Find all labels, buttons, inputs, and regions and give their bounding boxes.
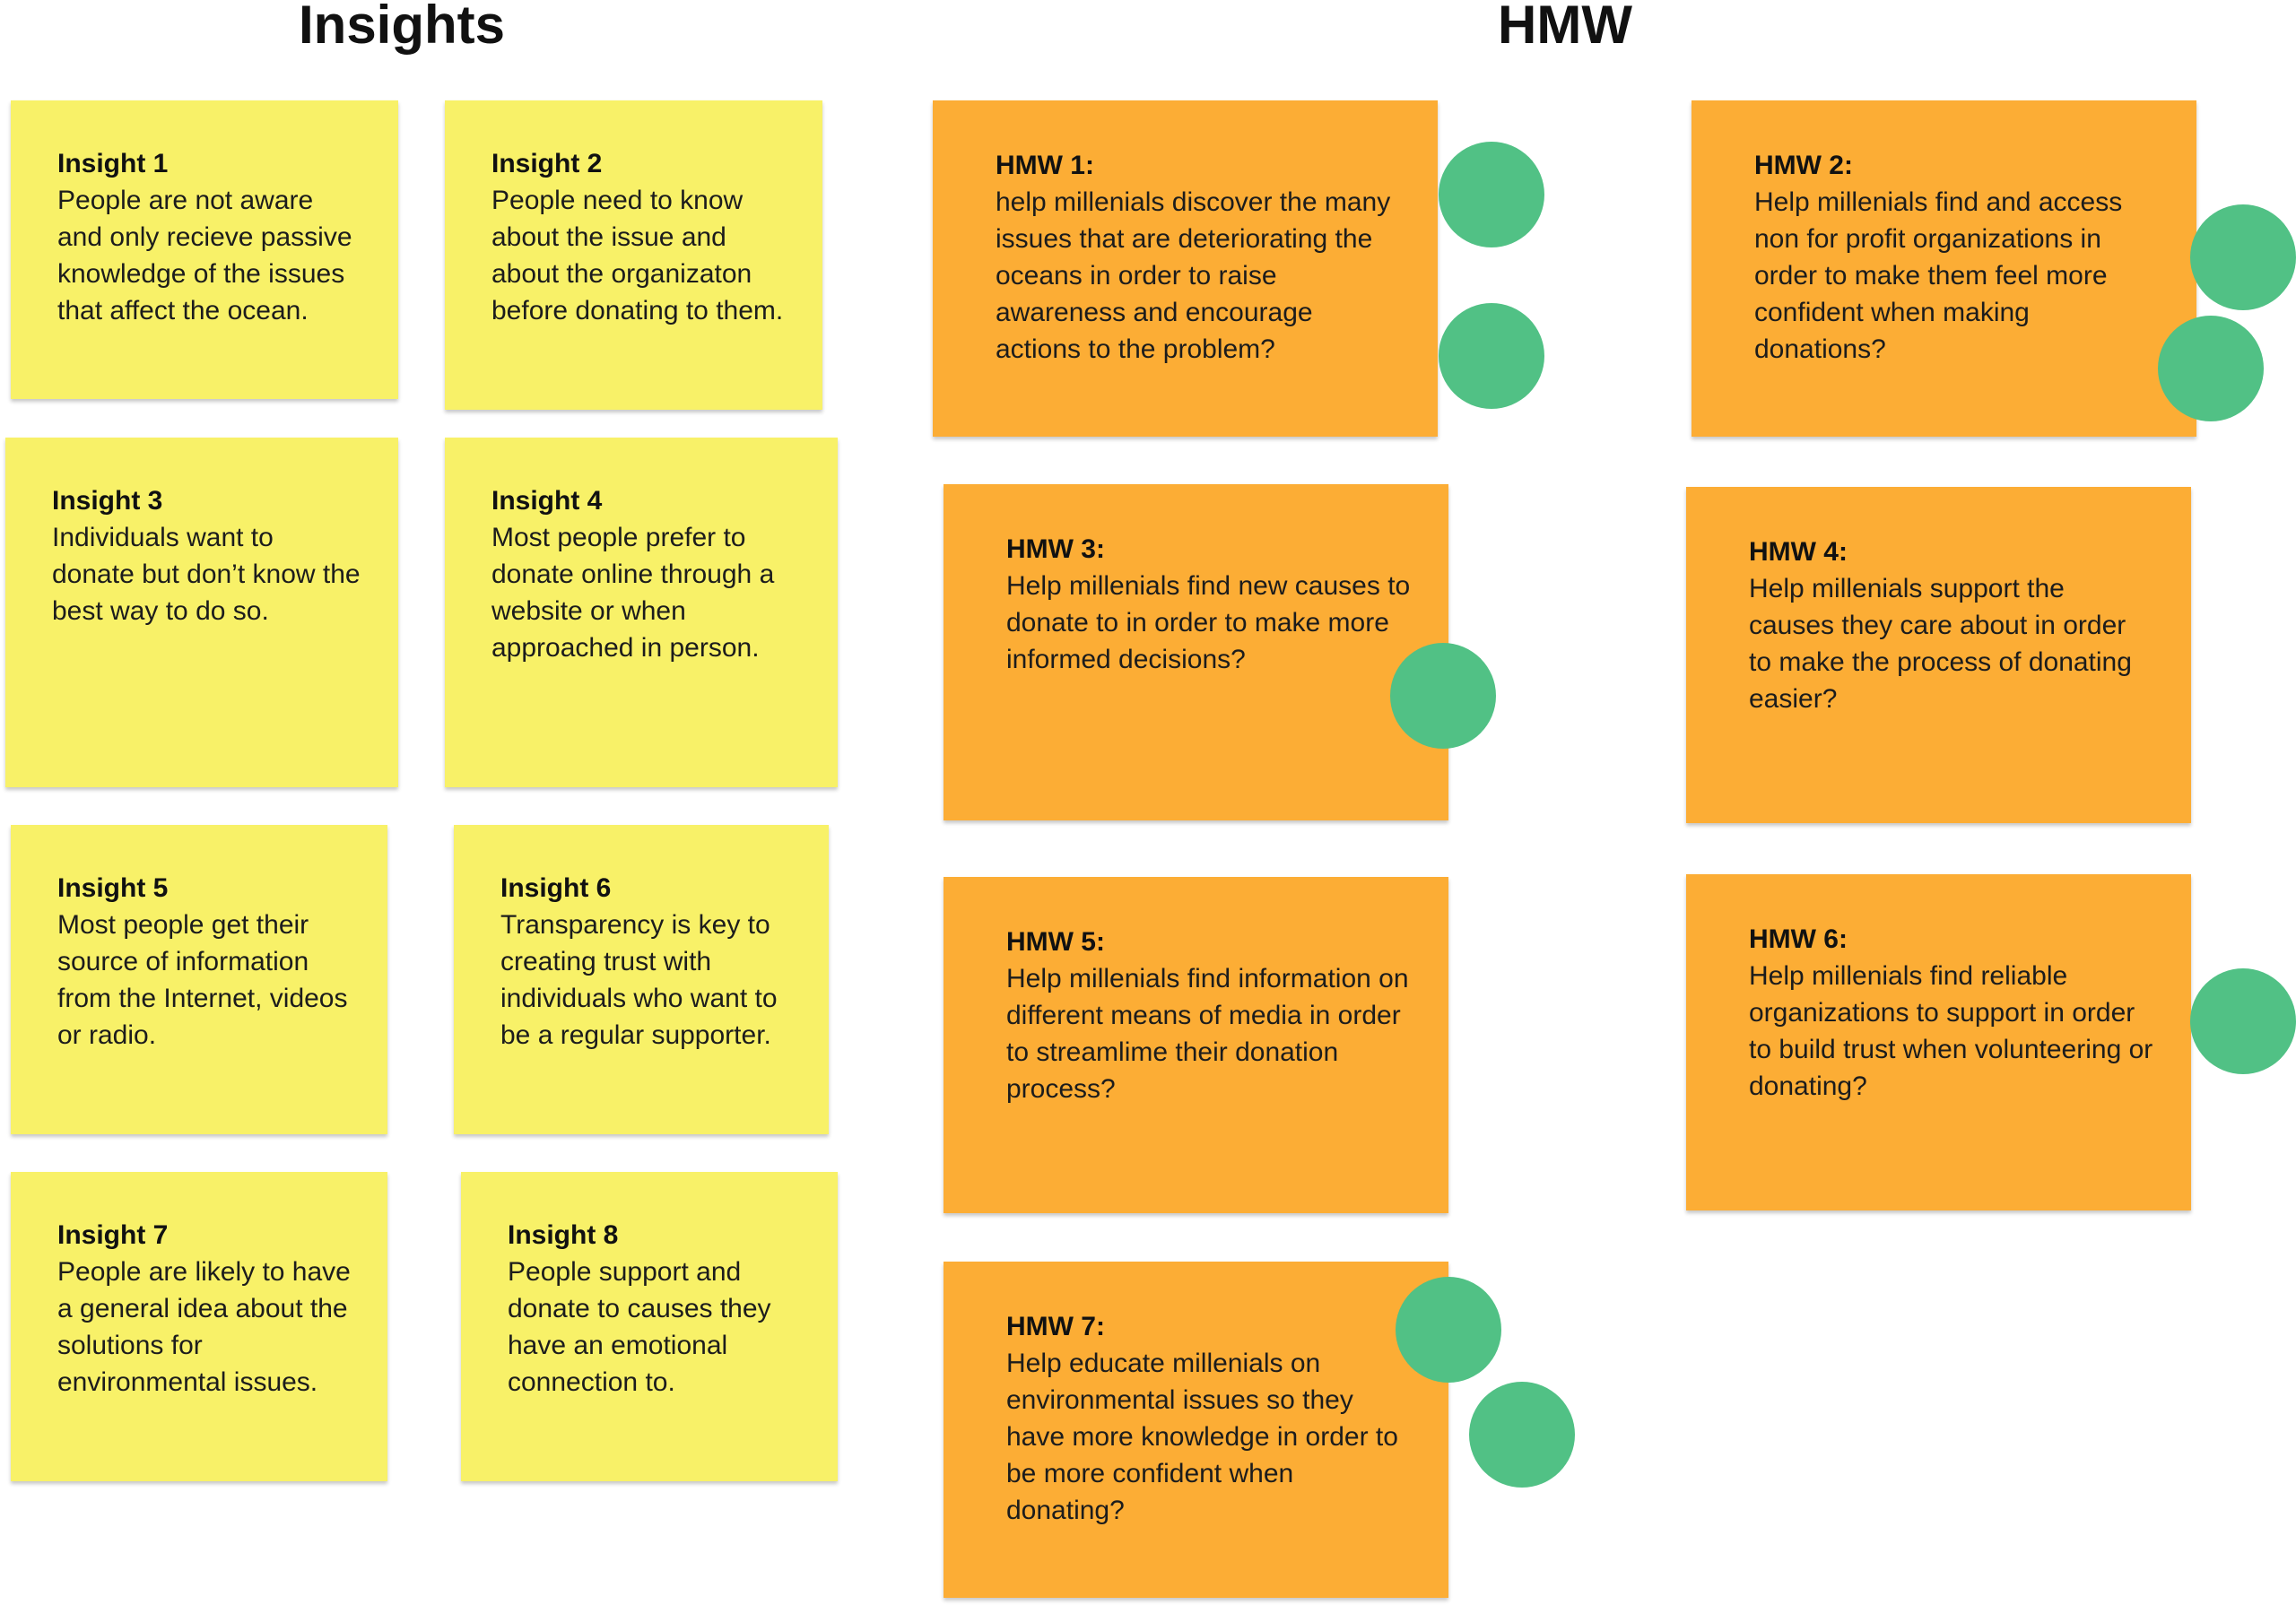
insight-note-8[interactable]: Insight 8 People support and donate to c…: [461, 1172, 838, 1481]
vote-dot-hmw-1[interactable]: [1439, 142, 1544, 247]
insight-note-title: Insight 4: [491, 486, 603, 516]
vote-dot-hmw-6[interactable]: [2190, 968, 2296, 1074]
hmw-note-title: HMW 1:: [996, 151, 1094, 180]
hmw-note-body: help millenials discover the many issues…: [996, 187, 1391, 364]
hmw-note-5[interactable]: HMW 5: Help millenials find information …: [944, 877, 1448, 1213]
hmw-note-6[interactable]: HMW 6: Help millenials find reliable org…: [1686, 874, 2191, 1210]
insight-note-body: People need to know about the issue and …: [491, 186, 784, 325]
hmw-note-2[interactable]: HMW 2: Help millenials find and access n…: [1692, 100, 2196, 437]
vote-dot-hmw-2[interactable]: [2190, 204, 2296, 310]
insight-note-title: Insight 6: [500, 873, 612, 903]
insight-note-3[interactable]: Insight 3 Individuals want to donate but…: [5, 438, 398, 787]
insight-note-title: Insight 3: [52, 486, 163, 516]
insight-note-title: Insight 1: [57, 149, 169, 178]
hmw-note-4[interactable]: HMW 4: Help millenials support the cause…: [1686, 487, 2191, 823]
hmw-note-1[interactable]: HMW 1: help millenials discover the many…: [933, 100, 1438, 437]
vote-dot-hmw-3[interactable]: [1390, 643, 1496, 749]
hmw-note-title: HMW 4:: [1749, 537, 1848, 567]
insight-note-body: People are not aware and only recieve pa…: [57, 186, 352, 325]
hmw-note-title: HMW 6:: [1749, 924, 1848, 954]
hmw-note-title: HMW 7:: [1006, 1312, 1105, 1341]
insight-note-body: Transparency is key to creating trust wi…: [500, 910, 778, 1050]
vote-dot-hmw-1[interactable]: [1439, 303, 1544, 409]
hmw-heading: HMW: [1498, 0, 1632, 55]
insight-note-7[interactable]: Insight 7 People are likely to have a ge…: [11, 1172, 387, 1481]
insight-note-body: Most people prefer to donate online thro…: [491, 523, 775, 663]
vote-dot-hmw-7[interactable]: [1396, 1277, 1501, 1383]
insight-note-2[interactable]: Insight 2 People need to know about the …: [445, 100, 822, 410]
hmw-note-title: HMW 2:: [1754, 151, 1853, 180]
hmw-note-body: Help millenials find reliable organizati…: [1749, 961, 2153, 1101]
hmw-note-body: Help educate millenials on environmental…: [1006, 1349, 1398, 1525]
insight-note-6[interactable]: Insight 6 Transparency is key to creatin…: [454, 825, 829, 1134]
hmw-note-body: Help millenials find new causes to donat…: [1006, 571, 1411, 674]
insight-note-body: People are likely to have a general idea…: [57, 1257, 351, 1397]
insight-note-body: Most people get their source of informat…: [57, 910, 348, 1050]
hmw-note-body: Help millenials find and access non for …: [1754, 187, 2123, 364]
insight-note-4[interactable]: Insight 4 Most people prefer to donate o…: [445, 438, 838, 787]
hmw-note-title: HMW 3:: [1006, 534, 1105, 564]
hmw-note-body: Help millenials support the causes they …: [1749, 574, 2132, 714]
insight-note-title: Insight 5: [57, 873, 169, 903]
vote-dot-hmw-2[interactable]: [2158, 316, 2264, 421]
insight-note-title: Insight 8: [508, 1220, 619, 1250]
insight-note-body: Individuals want to donate but don’t kno…: [52, 523, 361, 626]
insight-note-title: Insight 2: [491, 149, 603, 178]
insight-note-5[interactable]: Insight 5 Most people get their source o…: [11, 825, 387, 1134]
vote-dot-hmw-7[interactable]: [1469, 1382, 1575, 1488]
hmw-note-body: Help millenials find information on diff…: [1006, 964, 1409, 1104]
hmw-note-3[interactable]: HMW 3: Help millenials find new causes t…: [944, 484, 1448, 820]
hmw-note-title: HMW 5:: [1006, 927, 1105, 957]
hmw-note-7[interactable]: HMW 7: Help educate millenials on enviro…: [944, 1262, 1448, 1598]
insight-note-title: Insight 7: [57, 1220, 169, 1250]
insight-note-1[interactable]: Insight 1 People are not aware and only …: [11, 100, 398, 399]
insight-note-body: People support and donate to causes they…: [508, 1257, 771, 1397]
insights-heading: Insights: [298, 0, 506, 55]
